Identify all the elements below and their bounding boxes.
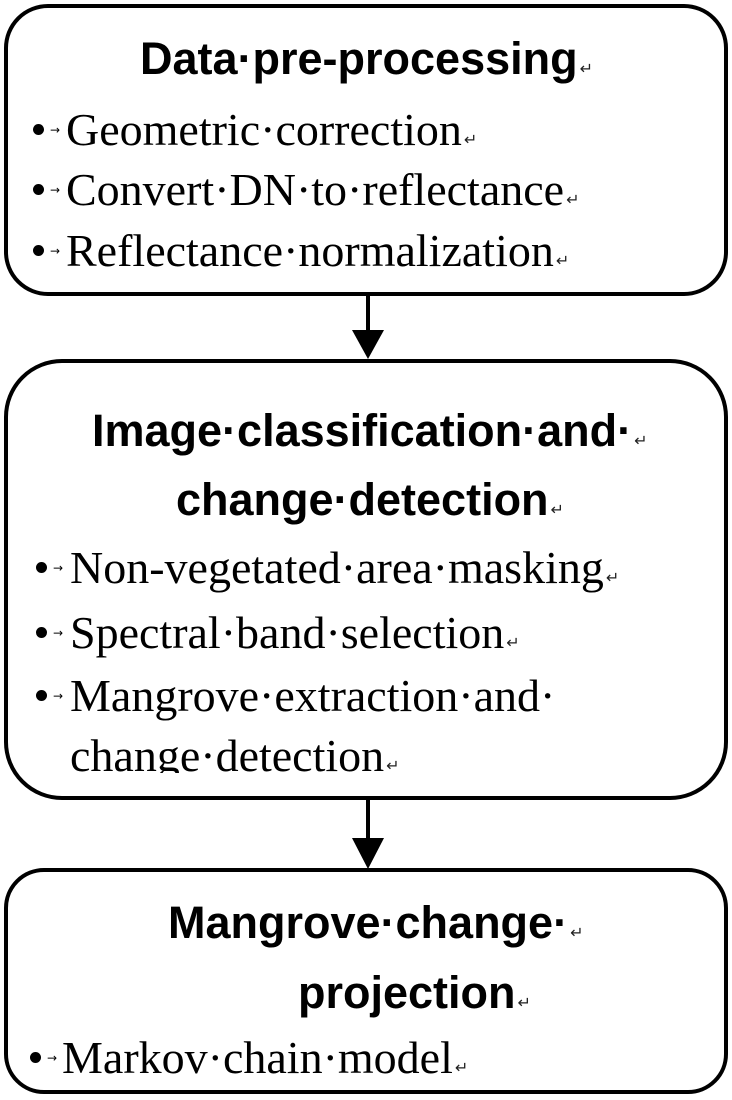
list-item-text: Convert·DN·to·reflectance [66,164,565,215]
step-box-classification [4,359,728,800]
flow-arrow-down-icon [352,800,384,869]
list-item: Convert·DN·to·reflectance↵ [66,167,579,213]
bullet-icon [36,562,47,573]
bullet-icon [33,184,44,195]
tab-arrow-icon: → [50,123,61,137]
paragraph-mark-icon: ↵ [570,923,584,942]
bullet-icon [30,1052,41,1063]
flow-arrow-down-icon [352,296,384,359]
paragraph-mark-icon: ↵ [386,756,400,774]
list-item-text: Markov·chain·model [62,1032,453,1083]
paragraph-mark-icon: ↵ [463,130,478,149]
tab-arrow-icon: → [53,561,64,575]
list-item-text: Mangrove·extraction·and· [70,670,556,721]
paragraph-mark-icon: ↵ [555,251,570,270]
step-title-classification-line2: change·detection↵ [176,477,564,522]
step-title-line: change·detection [176,474,549,525]
list-item-text: change·detection [70,733,385,773]
bullet-icon [33,245,44,256]
paragraph-mark-icon: ↵ [566,190,580,209]
paragraph-mark-icon: ↵ [454,1058,469,1077]
paragraph-mark-icon: ↵ [517,993,531,1012]
list-item: Non-vegetated·area·masking↵ [70,545,619,591]
tab-arrow-icon: → [47,1051,58,1065]
bullet-icon [36,627,47,638]
list-item: Spectral·band·selection↵ [70,610,520,656]
step-title-projection-line2: projection↵ [298,970,531,1015]
step-title-classification: Image·classification·and·↵ [92,408,648,453]
list-item-text: Geometric·correction [66,104,462,155]
list-item: Geometric·correction↵ [66,107,477,153]
paragraph-mark-icon: ↵ [506,633,520,652]
list-item-continuation-text: change·detection↵ [70,733,400,773]
paragraph-mark-icon: ↵ [550,500,564,519]
list-item: Markov·chain·model↵ [62,1035,468,1081]
tab-arrow-icon: → [50,183,61,197]
step-title-line: Data·pre-processing [140,33,578,84]
step-box-projection [4,868,728,1094]
list-item-text: Reflectance·normalization [66,225,554,276]
paragraph-mark-icon: ↵ [579,59,594,78]
bullet-icon [33,124,44,135]
list-item-text: Non-vegetated·area·masking [70,542,604,593]
step-title-line: Mangrove·change· [168,897,569,948]
paragraph-mark-icon: ↵ [605,568,620,587]
list-item: Mangrove·extraction·and· [70,673,555,719]
bullet-icon [36,690,47,701]
step-title-line: Image·classification·and· [92,405,633,456]
list-item-continuation: change·detection↵ [70,733,490,773]
step-title-projection: Mangrove·change·↵ [168,900,583,945]
paragraph-mark-icon: ↵ [634,431,648,450]
list-item-text: Spectral·band·selection [70,607,505,658]
step-box-data-preprocessing [4,4,728,296]
tab-arrow-icon: → [53,689,64,703]
list-item: Reflectance·normalization↵ [66,228,569,274]
step-title-data-preprocessing: Data·pre-processing↵ [140,36,593,81]
tab-arrow-icon: → [53,626,64,640]
tab-arrow-icon: → [50,244,61,258]
step-title-line: projection [298,967,516,1018]
